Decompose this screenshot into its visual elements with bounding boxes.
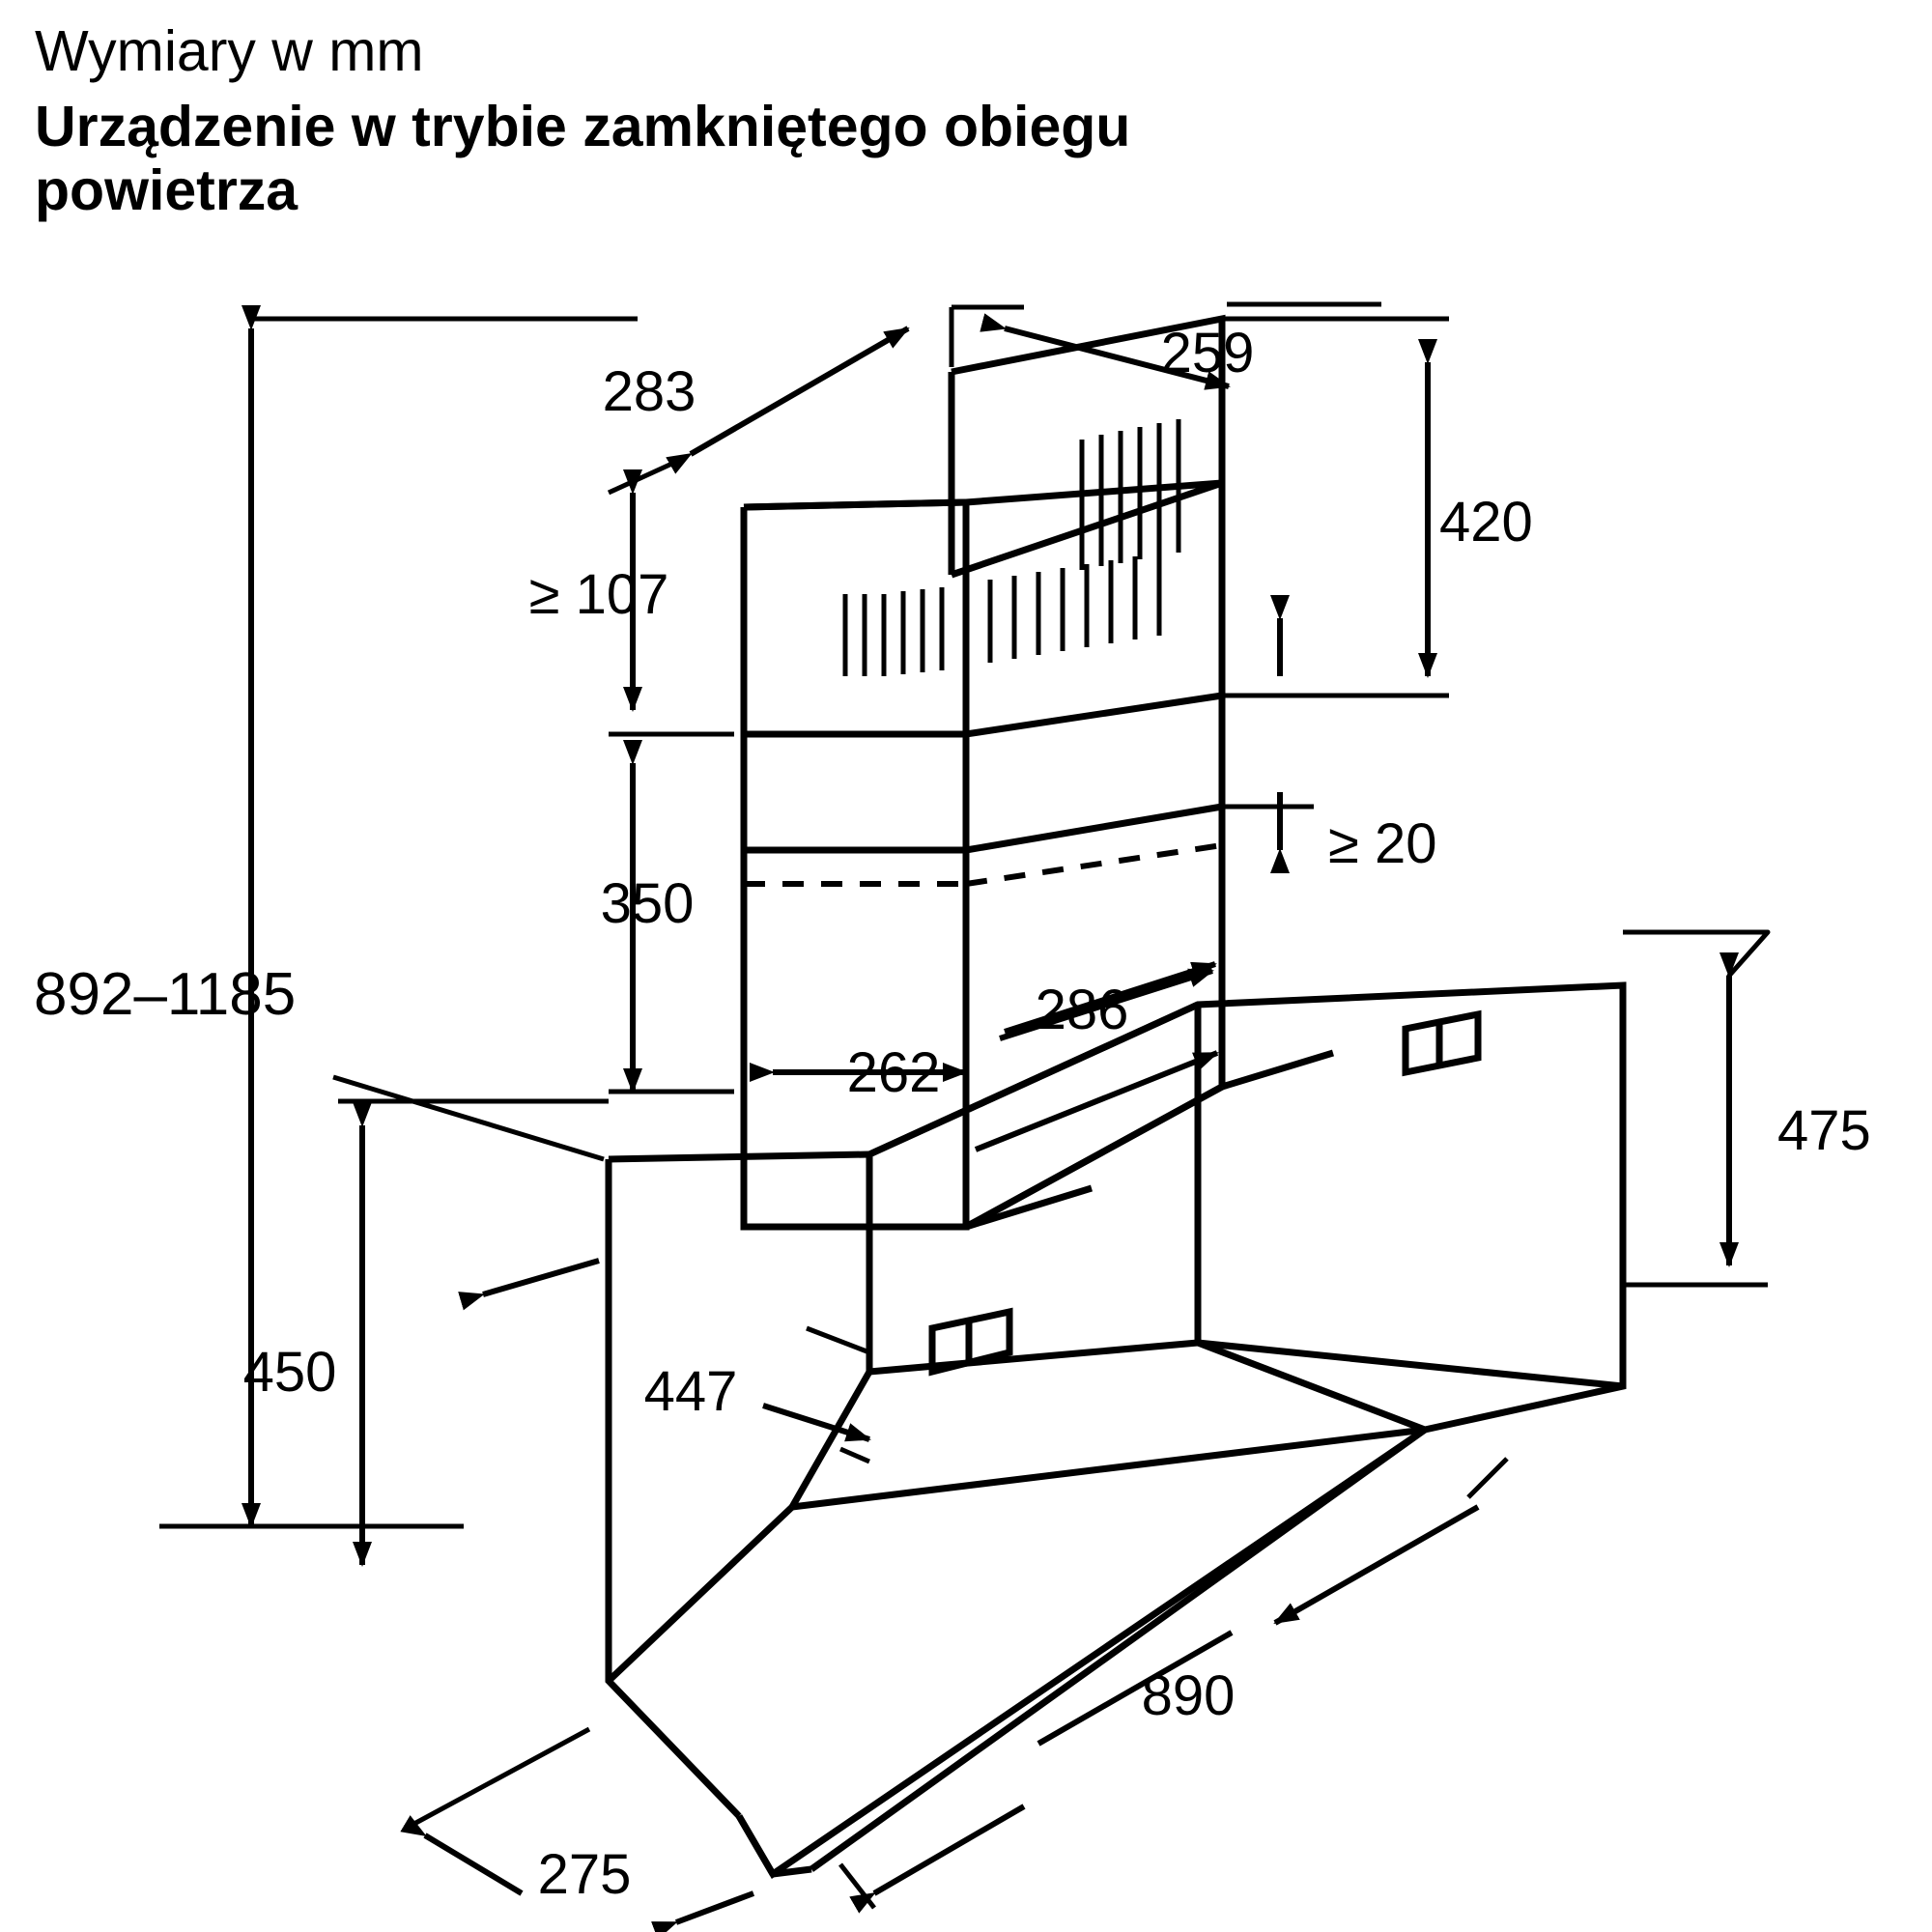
dim-label-20: ≥ 20 <box>1328 812 1436 875</box>
dim-label-286: 286 <box>1036 979 1129 1041</box>
page-title: Wymiary w mm Urządzenie w trybie zamknię… <box>35 19 1870 222</box>
title-mode-line-2: powietrza <box>35 157 298 222</box>
dim-line-283 <box>666 326 910 474</box>
dim-label-275: 275 <box>538 1843 632 1906</box>
dim-label-262: 262 <box>847 1041 941 1104</box>
dim-line-450-lead <box>458 1258 600 1311</box>
dim-label-107: ≥ 107 <box>529 563 669 626</box>
dim-label-447: 447 <box>644 1360 738 1423</box>
dim-line-259 <box>980 313 1231 390</box>
dim-line-447 <box>762 1403 871 1442</box>
dim-line-890-left <box>1273 1504 1480 1626</box>
dim-label-890: 890 <box>1142 1664 1236 1727</box>
title-mode-line-1: Urządzenie w trybie zamkniętego obiegu <box>35 94 1131 158</box>
dim-line-286 <box>999 968 1214 1041</box>
dim-label-420: 420 <box>1439 491 1533 554</box>
dim-line-286b <box>974 1050 1219 1152</box>
dim-label-283: 283 <box>603 360 696 423</box>
dimension-labels: 283 259 420 ≥ 107 350 ≥ 20 286 262 892–1… <box>34 322 1871 1906</box>
dimension-lines <box>159 301 1771 1932</box>
title-mode-line: Urządzenie w trybie zamkniętego obiegu p… <box>35 95 1851 222</box>
dim-label-892-1185: 892–1185 <box>34 961 296 1028</box>
dim-label-475: 475 <box>1777 1099 1871 1162</box>
dim-label-450: 450 <box>243 1341 337 1404</box>
dim-label-259: 259 <box>1161 322 1255 384</box>
dim-line-275-right <box>651 1890 755 1932</box>
dim-line-890-right <box>849 1804 1026 1914</box>
product-outline <box>605 314 1627 1880</box>
title-units-line: Wymiary w mm <box>35 19 424 83</box>
dim-label-350: 350 <box>601 872 695 935</box>
dim-line-890-mid <box>1037 1630 1234 1747</box>
dim-line-275-left <box>400 1815 524 1896</box>
